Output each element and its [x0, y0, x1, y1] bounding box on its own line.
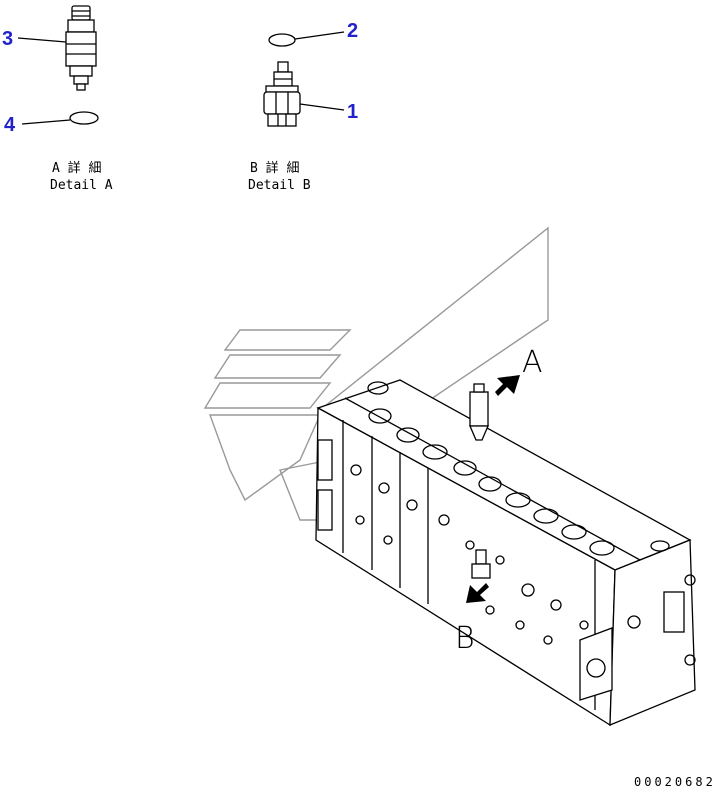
callout-1: 1 [347, 101, 358, 123]
part-2-o-ring [268, 33, 296, 47]
part-3-relief-valve [65, 5, 97, 91]
leader-1 [299, 103, 345, 111]
caption-detail-b-en: Detail B [248, 178, 311, 193]
callout-4: 4 [4, 114, 16, 136]
leader-4 [21, 119, 71, 125]
leader-3 [17, 37, 67, 43]
leader-2 [294, 31, 345, 40]
caption-detail-a-en: Detail A [50, 178, 113, 193]
arrow-detail-b [466, 583, 489, 603]
label-detail-b: B [455, 621, 475, 656]
document-number: 00020682 [634, 775, 716, 789]
control-valve-assembly [315, 379, 696, 727]
callout-3: 3 [2, 28, 13, 50]
callout-2: 2 [347, 20, 358, 42]
arrow-detail-a [495, 375, 520, 396]
caption-detail-a-jp: A 詳 細 [52, 160, 101, 176]
caption-detail-b-jp: B 詳 細 [250, 160, 299, 176]
label-detail-a: A [522, 345, 543, 380]
part-4-o-ring [69, 111, 99, 125]
part-1-plug [263, 61, 301, 127]
